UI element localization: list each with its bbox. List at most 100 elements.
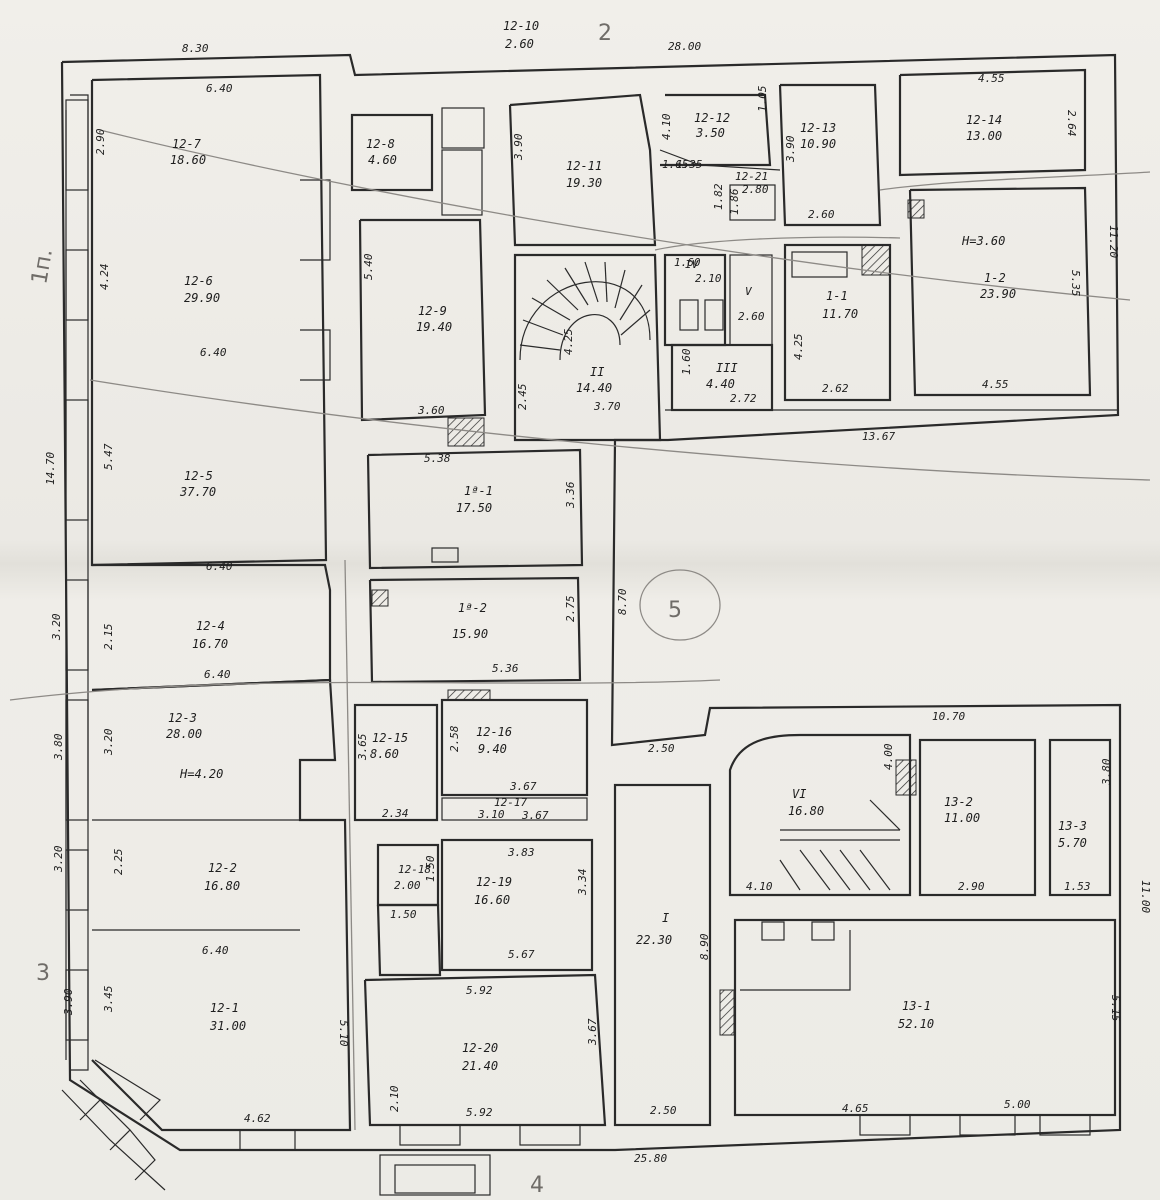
svg-text:4.25: 4.25 xyxy=(792,334,805,361)
staircase-ii xyxy=(513,253,662,442)
room-12-6: 12-629.90 xyxy=(184,274,220,305)
svg-text:4.65: 4.65 xyxy=(842,1102,869,1115)
svg-text:II: II xyxy=(590,365,604,379)
svg-text:4.10: 4.10 xyxy=(746,880,773,893)
left-wing xyxy=(91,179,352,1132)
svg-text:23.90: 23.90 xyxy=(980,287,1016,301)
svg-text:14.40: 14.40 xyxy=(576,381,612,395)
svg-text:12-12: 12-12 xyxy=(694,111,730,125)
svg-text:12-17: 12-17 xyxy=(494,796,527,809)
svg-text:5: 5 xyxy=(668,598,682,623)
room-13-3: 13-35.70 xyxy=(1058,819,1087,850)
svg-text:5.10: 5.10 xyxy=(337,1020,350,1047)
central-block xyxy=(350,68,1092,422)
svg-text:2.75: 2.75 xyxy=(564,596,577,623)
svg-text:21.40: 21.40 xyxy=(462,1059,498,1073)
svg-text:5.36: 5.36 xyxy=(492,662,519,675)
overall-dimensions: 8.30 28.00 11.20 11.00 14.70 8.70 13.67 … xyxy=(44,40,1152,1165)
svg-text:1п.: 1п. xyxy=(27,247,58,286)
svg-text:5.35: 5.35 xyxy=(1069,270,1082,297)
svg-text:1-2: 1-2 xyxy=(984,271,1006,285)
svg-text:2.00: 2.00 xyxy=(394,879,421,892)
svg-text:3: 3 xyxy=(36,961,50,986)
svg-text:12-14: 12-14 xyxy=(966,113,1002,127)
svg-text:6.40: 6.40 xyxy=(202,944,229,957)
svg-text:10.70: 10.70 xyxy=(932,710,965,723)
svg-text:12-18: 12-18 xyxy=(398,863,431,876)
svg-text:3.20: 3.20 xyxy=(52,845,65,873)
svg-text:3.20: 3.20 xyxy=(102,728,115,756)
svg-text:1-1: 1-1 xyxy=(826,289,848,303)
svg-text:11.00: 11.00 xyxy=(1139,880,1152,913)
svg-text:5.92: 5.92 xyxy=(466,984,493,997)
svg-text:3.20: 3.20 xyxy=(50,613,63,641)
svg-text:2.60: 2.60 xyxy=(808,208,835,221)
svg-text:2.62: 2.62 xyxy=(822,382,849,395)
room-12-17: 12-173.10 xyxy=(477,796,527,821)
svg-text:2.60: 2.60 xyxy=(738,310,765,323)
svg-text:4.62: 4.62 xyxy=(244,1112,271,1125)
svg-text:13-3: 13-3 xyxy=(1058,819,1087,833)
svg-text:5.67: 5.67 xyxy=(508,948,535,961)
svg-text:22.30: 22.30 xyxy=(636,933,672,947)
svg-text:3.80: 3.80 xyxy=(1100,758,1113,786)
svg-text:11.20: 11.20 xyxy=(1107,225,1120,258)
svg-text:16.70: 16.70 xyxy=(192,637,228,651)
svg-text:III: III xyxy=(716,361,738,375)
svg-text:2.90: 2.90 xyxy=(94,128,107,155)
room-12-1: 12-131.00 xyxy=(209,1001,246,1033)
svg-text:6.40: 6.40 xyxy=(204,668,231,681)
svg-text:1.35: 1.35 xyxy=(676,158,703,171)
svg-text:37.70: 37.70 xyxy=(179,485,216,499)
svg-text:4.00: 4.00 xyxy=(882,743,895,770)
room-12-9: 12-919.40 xyxy=(416,304,452,334)
room-13-1: 13-152.10 xyxy=(898,999,934,1031)
apartment-1a xyxy=(366,448,584,684)
room-1a-1: 1ª-117.50 xyxy=(456,484,493,515)
svg-text:10.90: 10.90 xyxy=(800,137,836,151)
svg-text:3.60: 3.60 xyxy=(417,404,445,417)
svg-text:2.58: 2.58 xyxy=(448,725,461,752)
svg-text:1.05: 1.05 xyxy=(756,86,769,113)
svg-text:16.80: 16.80 xyxy=(788,804,824,818)
svg-text:2.64: 2.64 xyxy=(1065,110,1078,137)
svg-text:3.90: 3.90 xyxy=(512,133,525,161)
svg-text:2.25: 2.25 xyxy=(112,849,125,876)
room-12-16: 12-169.40 xyxy=(476,725,512,756)
svg-text:5.00: 5.00 xyxy=(1004,1098,1031,1111)
svg-text:12-21: 12-21 xyxy=(735,170,768,183)
room-12-12: 12-123.50 xyxy=(694,111,730,140)
svg-text:2.80: 2.80 xyxy=(742,183,769,196)
svg-text:2.45: 2.45 xyxy=(516,384,529,411)
svg-text:12-9: 12-9 xyxy=(418,304,447,318)
svg-text:12-5: 12-5 xyxy=(184,469,213,483)
svg-text:12-20: 12-20 xyxy=(462,1041,498,1055)
svg-text:3.67: 3.67 xyxy=(586,1018,599,1046)
svg-text:3.70: 3.70 xyxy=(593,400,621,413)
svg-text:3.10: 3.10 xyxy=(477,808,505,821)
svg-text:4.60: 4.60 xyxy=(368,153,397,167)
svg-text:13.00: 13.00 xyxy=(966,129,1002,143)
svg-text:8.30: 8.30 xyxy=(182,42,209,55)
room-12-4: 12-416.70 xyxy=(192,619,228,651)
room-12-5: 12-5 37.70 xyxy=(179,469,216,499)
svg-text:3.83: 3.83 xyxy=(507,846,535,859)
svg-text:5.47: 5.47 xyxy=(102,443,115,470)
svg-text:IV: IV xyxy=(685,258,700,271)
svg-text:11.00: 11.00 xyxy=(944,811,980,825)
room-v: V2.60 xyxy=(738,285,765,323)
svg-text:1.60: 1.60 xyxy=(680,348,693,375)
svg-text:3.67: 3.67 xyxy=(509,780,537,793)
room-12-18: 12-18 2.00 xyxy=(394,863,431,892)
inner-dimensions: 6.40 2.90 4.24 6.40 5.47 6.40 2.15 3.20 … xyxy=(50,72,1122,1125)
svg-text:12-15: 12-15 xyxy=(372,731,408,745)
svg-text:13.67: 13.67 xyxy=(862,430,895,443)
svg-text:8.90: 8.90 xyxy=(698,933,711,960)
svg-text:3.90: 3.90 xyxy=(784,135,797,163)
svg-text:5.38: 5.38 xyxy=(424,452,451,465)
svg-text:14.70: 14.70 xyxy=(44,452,57,485)
room-i: I22.30 xyxy=(636,911,672,947)
svg-text:2.50: 2.50 xyxy=(648,742,675,755)
